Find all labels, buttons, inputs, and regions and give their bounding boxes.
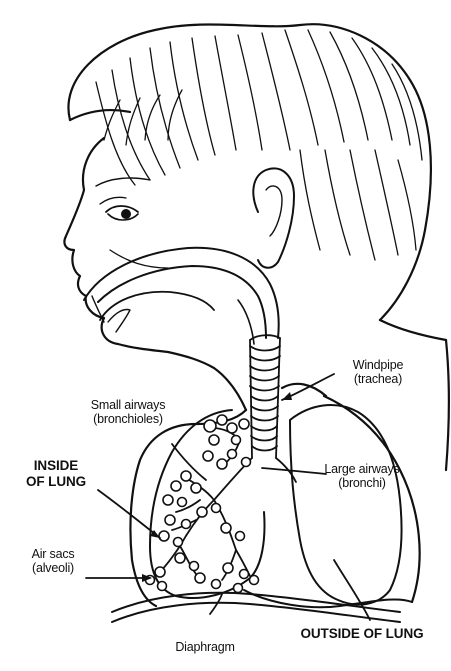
eyebrow xyxy=(96,178,150,186)
hair xyxy=(68,24,430,320)
eye-pupil xyxy=(121,209,131,219)
label-diaphragm: Diaphragm xyxy=(150,640,260,654)
left-lung xyxy=(150,410,412,607)
label-outside-of-lung: OUTSIDE OF LUNG xyxy=(286,626,438,642)
eye xyxy=(100,197,138,220)
trachea xyxy=(250,335,280,458)
label-inside-of-lung: INSIDE OF LUNG xyxy=(14,458,98,489)
face-profile xyxy=(64,138,246,410)
arrow-windpipe xyxy=(282,392,292,400)
label-air-sacs: Air sacs (alveoli) xyxy=(20,547,86,576)
label-small-airways: Small airways (bronchioles) xyxy=(68,398,188,427)
right-lung xyxy=(290,405,402,605)
label-large-airways: Large airways (bronchi) xyxy=(302,462,422,491)
alveoli-clusters xyxy=(146,415,259,593)
ear xyxy=(253,168,294,267)
mouth-cavity xyxy=(84,248,279,344)
label-windpipe: Windpipe (trachea) xyxy=(328,358,428,387)
hair-strands xyxy=(96,30,422,260)
